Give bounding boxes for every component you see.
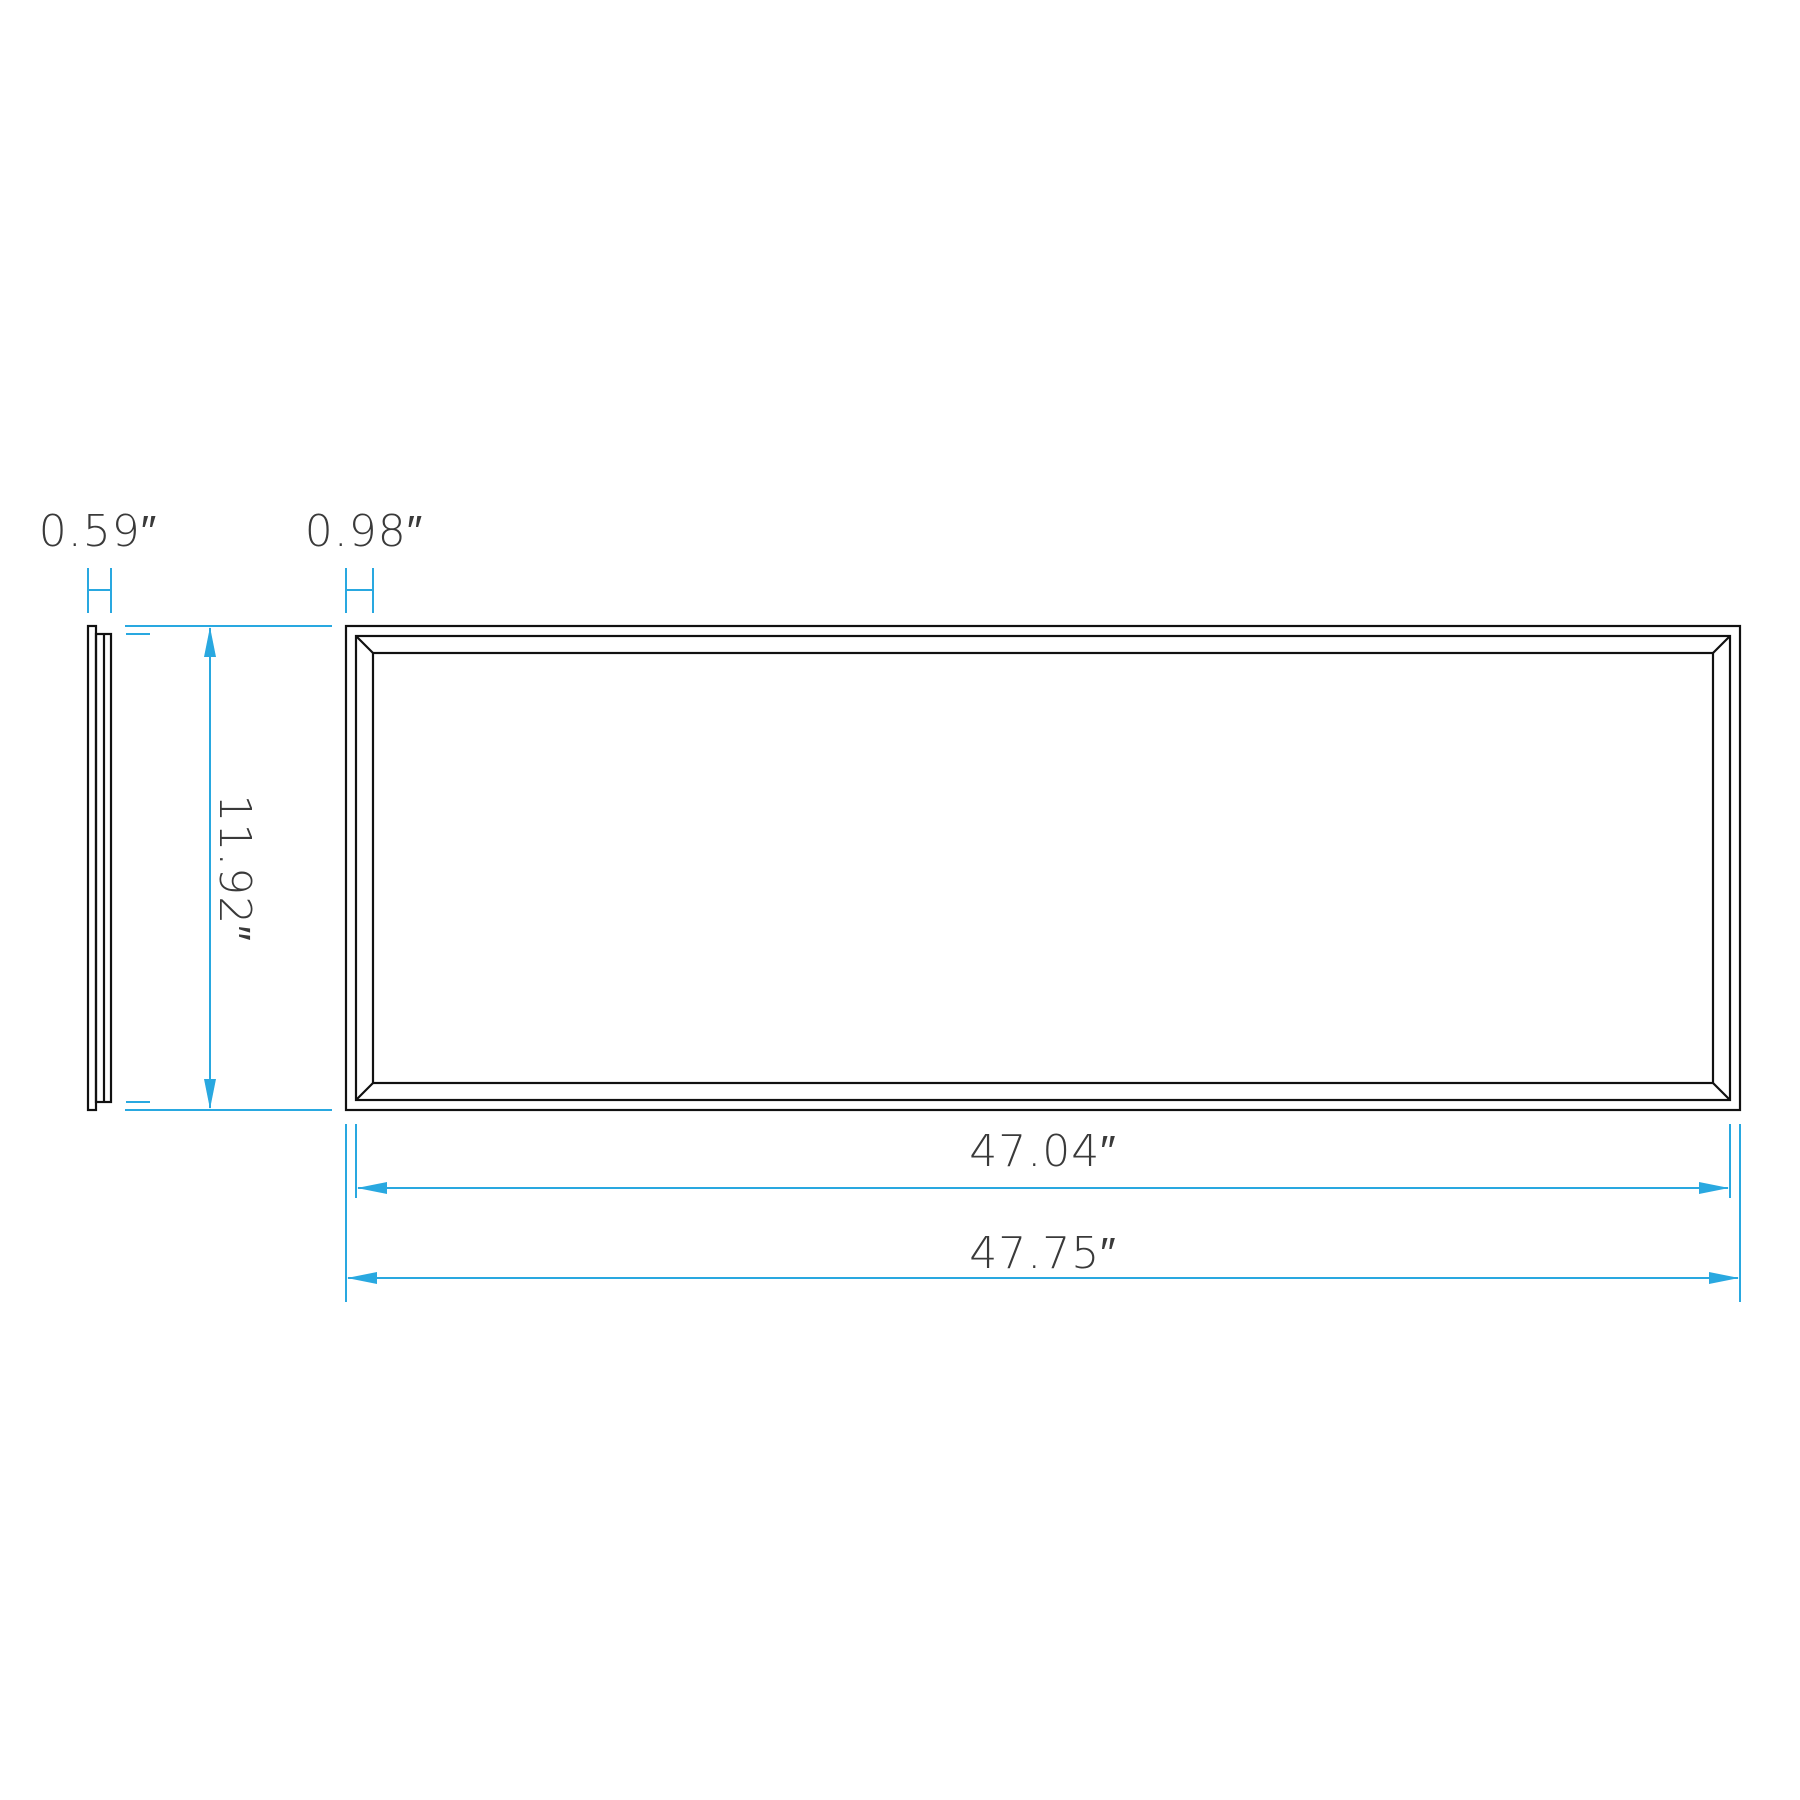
frame-corner-top-left bbox=[355, 635, 374, 654]
overall-width-label: 47.75″ bbox=[969, 1228, 1117, 1279]
inner-width-label: 47.04″ bbox=[969, 1126, 1117, 1177]
dimension-overall-width: 47.75″ bbox=[345, 1124, 1741, 1302]
frame-corner-top-right bbox=[1712, 635, 1731, 654]
side-profile-outer bbox=[86, 624, 98, 1112]
dimension-frame-border: 0.98″ bbox=[305, 506, 424, 613]
dimension-side-thickness: 0.59″ bbox=[39, 506, 158, 613]
frame-corner-bottom-right bbox=[1712, 1082, 1731, 1101]
side-profile-view bbox=[86, 624, 113, 1112]
front-view bbox=[344, 624, 1742, 1112]
frame-outer-edge bbox=[344, 624, 1742, 1112]
height-label: 11.92″ bbox=[209, 794, 260, 942]
light-panel-area bbox=[371, 651, 1715, 1085]
frame-border-label: 0.98″ bbox=[305, 506, 424, 557]
frame-corner-bottom-left bbox=[355, 1082, 374, 1101]
dimension-inner-width: 47.04″ bbox=[355, 1124, 1731, 1198]
frame-bevel-outer bbox=[354, 634, 1732, 1102]
dimension-height: 11.92″ bbox=[125, 625, 332, 1111]
side-thickness-label: 0.59″ bbox=[39, 506, 158, 557]
